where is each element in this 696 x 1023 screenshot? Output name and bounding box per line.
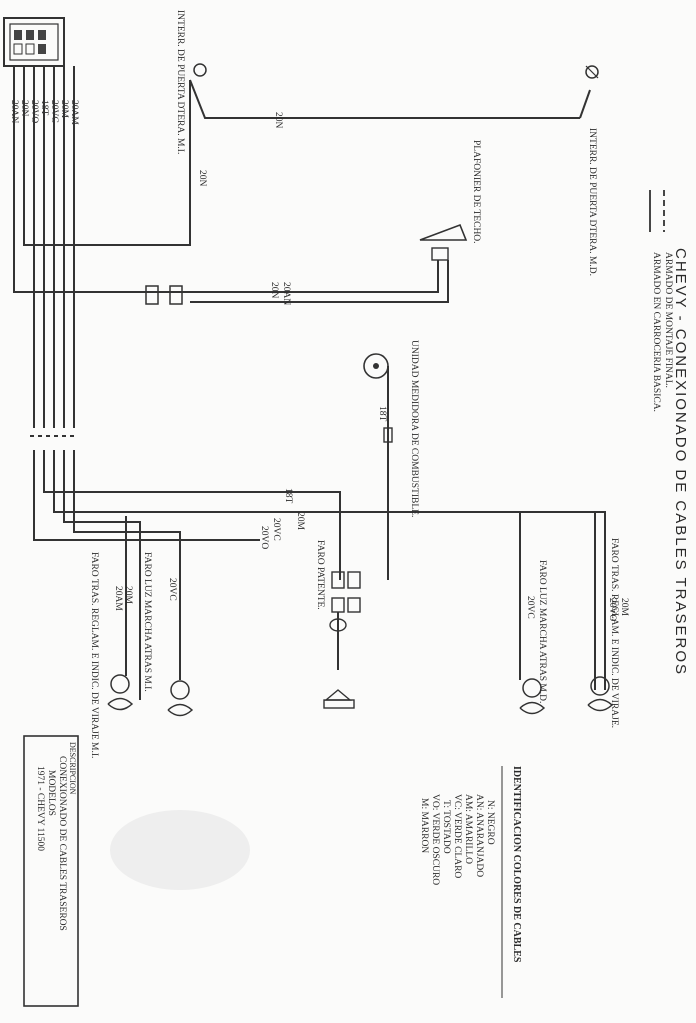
color-id-item: AM: AMARILLO: [463, 794, 473, 864]
label-wire-18t: 18T: [283, 488, 293, 504]
label-wire-20an: 20AN: [281, 282, 291, 305]
label-faro-marcha-mi: FARO LUZ MARCHA ATRAS M.I.: [142, 552, 152, 692]
label-interr-puerta-md: INTERR. DE PUERTA DTERA. M.D.: [587, 128, 597, 276]
mid-wire-labels: 18T 20M 20VC 20VO: [259, 488, 305, 549]
label-md-20m: 20M: [619, 598, 629, 617]
label-mi-20vc: 20VC: [167, 578, 177, 601]
label-interr-puerta-mi: INTERR. DE PUERTA DTERA. M.I.: [175, 10, 185, 154]
description-line3: 1971 - CHEVY 11500: [35, 766, 45, 851]
diagram-title: CHEVY - CONEXIONADO DE CABLES TRASEROS: [672, 248, 689, 676]
reverse-lamp-md: FARO LUZ MARCHA ATRAS M.D. 20VC: [519, 512, 547, 715]
label-wire-20vc: 20VC: [271, 518, 281, 541]
label-wire-20m: 20M: [295, 512, 305, 531]
label-md-20vc: 20VC: [525, 596, 535, 619]
title-block: CHEVY - CONEXIONADO DE CABLES TRASEROS A…: [649, 190, 689, 676]
fuel-gauge-unit: UNIDAD MEDIDORA DE COMBUSTIBLE. 18T: [363, 340, 419, 580]
license-plate-light: FARO PATENTE.: [315, 540, 361, 709]
paper-smudge: [110, 810, 250, 890]
reverse-lamp-mi: FARO LUZ MARCHA ATRAS M.I. 20VC: [142, 552, 194, 717]
legend-solid: ARMADO DE MONTAJE FINAL.: [663, 252, 673, 388]
rear-lamp-md: FARO TRAS. REGLAM. E INDIC. DE VIRAJE. 2…: [587, 512, 629, 728]
color-id-item: VC: VERDE CLARO: [452, 794, 462, 878]
label-md-20vo: 20VO: [607, 598, 617, 621]
plafonier: PLAFONIER DE TECHO. 20AN 20N: [145, 140, 481, 305]
description-line2: MODELOS: [46, 770, 56, 816]
label-unidad-medidora: UNIDAD MEDIDORA DE COMBUSTIBLE.: [409, 340, 419, 517]
label-wire-18t-fuel: 18T: [377, 406, 387, 422]
label-wire-20vo: 20VO: [259, 526, 269, 549]
label-faro-tras-mi: FARO TRAS. REGLAM. E INDIC. DE VIRAJE M.…: [89, 552, 99, 758]
color-id-item: M: MARRON: [419, 798, 429, 853]
label-mi-20m: 20M: [123, 586, 133, 605]
color-id-item: N: NEGRO: [485, 800, 495, 845]
label-mi-20am: 20AM: [113, 586, 123, 611]
label-faro-tras-md: FARO TRAS. REGLAM. E INDIC. DE VIRAJE.: [609, 538, 619, 728]
color-id-table: IDENTIFICACION COLORES DE CABLES N: NEGR…: [419, 766, 522, 998]
wire-bundle: [13, 66, 606, 700]
label-faro-marcha-md: FARO LUZ MARCHA ATRAS M.D.: [537, 560, 547, 703]
label-wire-20n-mid: 20N: [269, 282, 279, 299]
description-box: DESCRIPCION CONEXIONADO DE CABLES TRASER…: [23, 735, 79, 1007]
label-wire-20n-top: 20N: [273, 112, 283, 129]
rear-lamp-mi: FARO TRAS. REGLAM. E INDIC. DE VIRAJE M.…: [89, 516, 134, 758]
color-id-item: T: TOSTADO: [441, 800, 451, 854]
color-id-item: AN: ANARANJADO: [474, 794, 484, 877]
main-connector: [3, 17, 65, 67]
label-faro-patente: FARO PATENTE.: [315, 540, 325, 610]
description-heading: DESCRIPCION: [68, 742, 77, 795]
label-plafonier: PLAFONIER DE TECHO.: [471, 140, 481, 244]
color-id-title: IDENTIFICACION COLORES DE CABLES: [511, 766, 522, 963]
legend-dashed: ARMADO EN CARROCERIA BASICA.: [651, 252, 661, 412]
label-wire-20n-left: 20N: [197, 170, 207, 187]
color-id-item: VO: VERDE OSCURO: [430, 794, 440, 885]
door-switch-mi: INTERR. DE PUERTA DTERA. M.I. 20N: [175, 10, 580, 187]
door-switch-md: 20N INTERR. DE PUERTA DTERA. M.D.: [273, 65, 599, 276]
description-line1: CONEXIONADO DE CABLES TRASEROS: [57, 756, 67, 931]
